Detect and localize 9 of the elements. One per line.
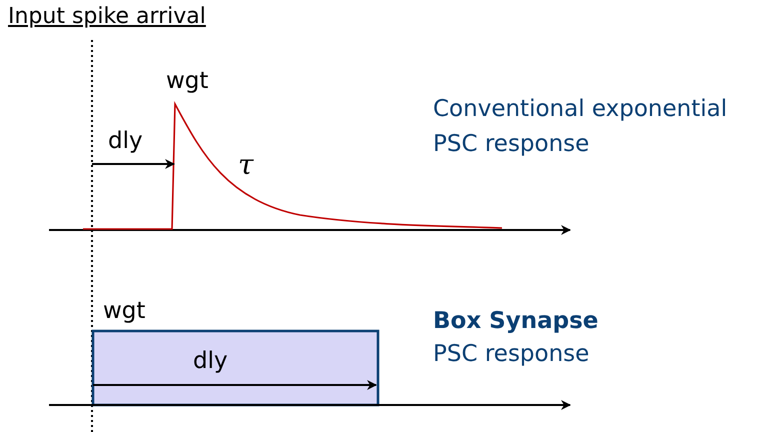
delay-label: dly (193, 348, 228, 374)
weight-label: wgt (103, 298, 146, 324)
heading: Input spike arrival (8, 4, 206, 29)
curve-description: Conventional exponential PSC response (433, 95, 728, 159)
weight-label: wgt (166, 68, 208, 94)
response-description: PSC response (433, 341, 590, 367)
tau-label: τ (238, 148, 254, 181)
delay-label: dly (108, 128, 143, 154)
box-synapse-heading: Box Synapse (433, 308, 598, 334)
